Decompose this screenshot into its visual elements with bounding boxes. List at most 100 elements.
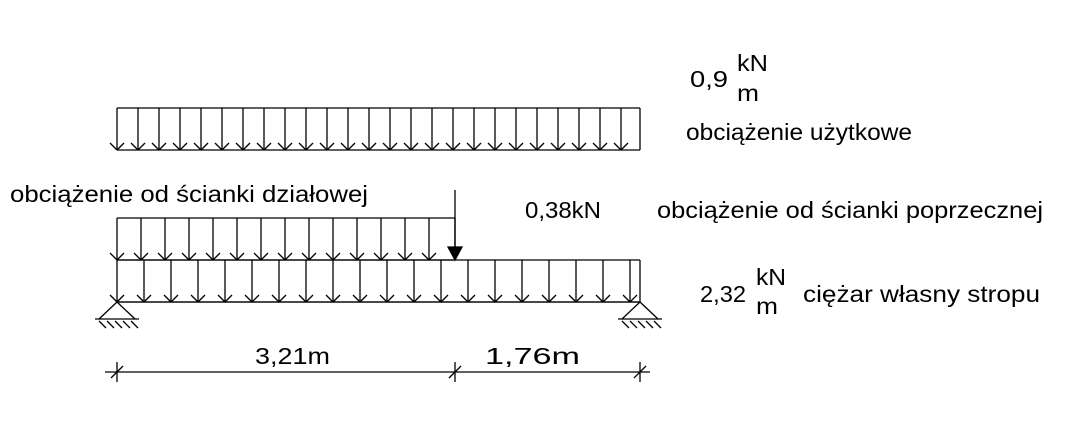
- live-load-label: obciążenie użytkowe: [686, 119, 912, 145]
- self-weight-unit-den: m: [756, 293, 778, 319]
- arrow-head: [157, 252, 166, 261]
- arrow-head: [277, 142, 286, 151]
- arrow-head: [410, 142, 419, 151]
- arrow-head: [278, 294, 287, 303]
- arrow-head: [136, 294, 145, 303]
- support-hatch: [106, 320, 115, 329]
- arrow-head: [271, 294, 280, 303]
- support-hatch: [122, 320, 131, 329]
- arrow-head: [301, 252, 310, 261]
- arrow-head: [373, 252, 382, 261]
- arrow-head: [253, 252, 262, 261]
- self-weight-value: 2,32: [700, 281, 746, 307]
- arrow-head: [263, 142, 272, 151]
- arrow-head: [244, 294, 253, 303]
- arrow-head: [629, 294, 638, 303]
- support-hatch: [629, 320, 638, 329]
- cross-wall-load-value: 0,38kN: [525, 197, 601, 223]
- partition-load-label: obciążenie od ścianki działowej: [10, 181, 368, 207]
- arrow-head: [158, 142, 167, 151]
- arrow-head: [487, 142, 496, 151]
- arrow-head: [440, 294, 449, 303]
- support: [621, 301, 641, 320]
- arrow-head: [109, 142, 118, 151]
- arrow-head: [595, 294, 604, 303]
- support-hatch: [98, 320, 107, 329]
- arrow-head: [403, 142, 412, 151]
- arrow-head: [473, 142, 482, 151]
- arrow-head: [163, 294, 172, 303]
- arrow-head: [428, 252, 437, 261]
- arrow-head: [298, 142, 307, 151]
- arrow-head: [109, 252, 118, 261]
- arrow-head: [452, 142, 461, 151]
- arrow-head: [197, 294, 206, 303]
- arrow-head: [340, 142, 349, 151]
- arrow-head: [548, 294, 557, 303]
- point-load-arrowhead: [446, 246, 464, 262]
- arrow-head: [431, 142, 440, 151]
- arrow-head: [349, 252, 358, 261]
- dimension-span-2: 1,76m: [485, 343, 580, 369]
- arrow-head: [332, 294, 341, 303]
- support-hatch: [645, 320, 654, 329]
- arrow-head: [536, 142, 545, 151]
- support-hatch: [114, 320, 123, 329]
- arrow-head: [242, 142, 251, 151]
- arrow-head: [514, 294, 523, 303]
- arrow-head: [308, 252, 317, 261]
- arrow-head: [460, 294, 469, 303]
- arrow-head: [260, 252, 269, 261]
- arrow-head: [575, 294, 584, 303]
- arrow-head: [137, 142, 146, 151]
- arrow-head: [578, 142, 587, 151]
- arrow-head: [319, 142, 328, 151]
- arrow-head: [494, 294, 503, 303]
- arrow-head: [224, 294, 233, 303]
- support-hatch: [653, 320, 662, 329]
- arrow-head: [151, 142, 160, 151]
- arrow-head: [602, 294, 611, 303]
- arrow-head: [332, 252, 341, 261]
- arrow-head: [356, 252, 365, 261]
- arrow-head: [515, 142, 524, 151]
- cross-wall-load-label: obciążenie od ścianki poprzecznej: [657, 197, 1043, 223]
- support: [98, 301, 118, 320]
- dimension-tick-slash: [110, 365, 124, 379]
- live-load-unit-num: kN: [737, 50, 768, 76]
- arrow-head: [592, 142, 601, 151]
- support-hatch: [130, 320, 139, 329]
- arrow-head: [130, 142, 139, 151]
- live-load-value: 0,9: [690, 66, 728, 92]
- arrow-head: [212, 252, 221, 261]
- arrow-head: [179, 142, 188, 151]
- arrow-head: [433, 294, 442, 303]
- arrow-head: [406, 294, 415, 303]
- arrow-head: [557, 142, 566, 151]
- arrow-head: [193, 142, 202, 151]
- arrow-head: [494, 142, 503, 151]
- arrow-head: [298, 294, 307, 303]
- arrow-head: [305, 294, 314, 303]
- arrow-head: [326, 142, 335, 151]
- arrow-head: [382, 142, 391, 151]
- arrow-head: [256, 142, 265, 151]
- dimension-tick-slash: [633, 365, 647, 379]
- arrow-head: [380, 252, 389, 261]
- arrow-head: [235, 142, 244, 151]
- arrow-head: [221, 142, 230, 151]
- arrow-head: [140, 252, 149, 261]
- arrow-head: [172, 142, 181, 151]
- arrow-head: [217, 294, 226, 303]
- arrow-head: [325, 294, 334, 303]
- arrow-head: [236, 252, 245, 261]
- arrow-head: [445, 142, 454, 151]
- arrow-head: [466, 142, 475, 151]
- arrow-head: [116, 142, 125, 151]
- arrow-head: [116, 294, 125, 303]
- arrow-head: [277, 252, 286, 261]
- arrow-head: [347, 142, 356, 151]
- arrow-head: [143, 294, 152, 303]
- arrow-head: [214, 142, 223, 151]
